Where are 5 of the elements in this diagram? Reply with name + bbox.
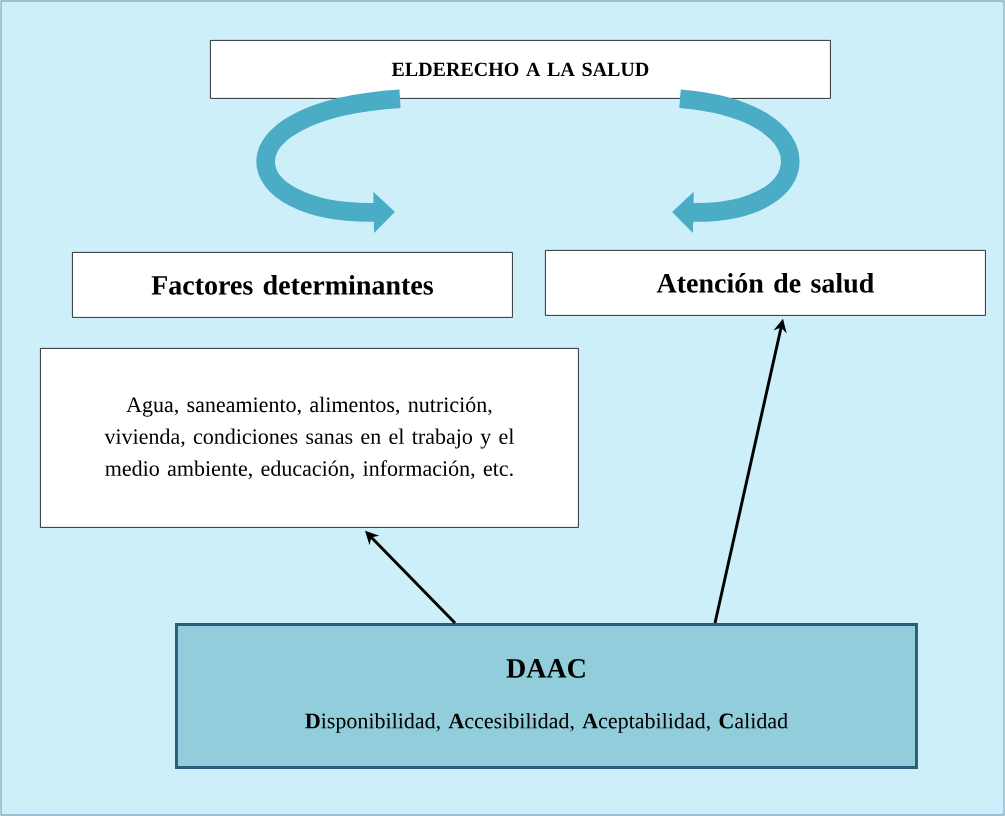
heading-box: Atención de salud [545, 250, 986, 316]
title-box: ELDERECHO A LA SALUD [210, 40, 831, 99]
heading-box: Factores determinantes [72, 252, 513, 318]
summary-box: DAAC Disponibilidad, Accesibilidad, Aceptabilidad, Calidad [175, 623, 918, 769]
text-box: Agua, saneamiento, alimentos, nutrición, vivienda, condiciones sanas en el trabajo y el medio ambiente, educación, información, etc. [40, 348, 579, 528]
